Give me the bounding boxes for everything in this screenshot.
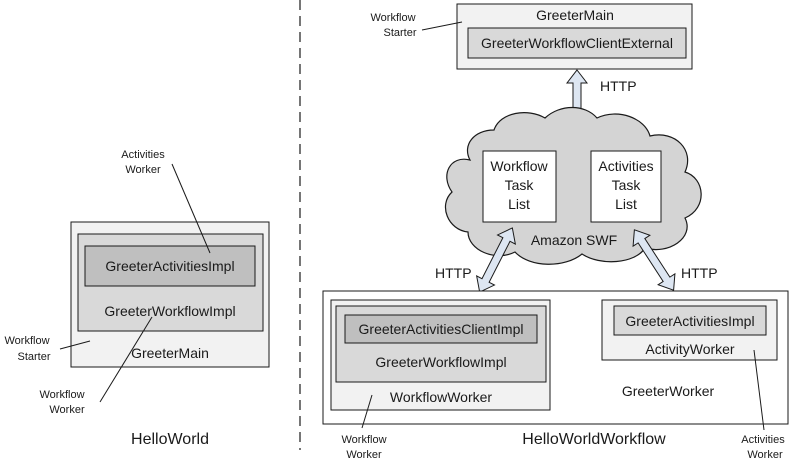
left-callout-workflow-worker-leader bbox=[99, 316, 153, 403]
left-section-title: HelloWorld bbox=[131, 431, 209, 448]
right-callout-workflow-worker-line2: Worker bbox=[346, 449, 382, 461]
hello-world-section: GreeterActivitiesImpl GreeterWorkflowImp… bbox=[4, 149, 270, 448]
workflow-task-list-line3: List bbox=[508, 196, 530, 212]
http-label-left: HTTP bbox=[435, 265, 472, 281]
left-activities-impl-label: GreeterActivitiesImpl bbox=[105, 258, 234, 274]
left-callout-workflow-starter-leader bbox=[59, 340, 91, 350]
amazon-swf-cloud bbox=[444, 106, 702, 265]
left-activities-impl-box bbox=[84, 245, 256, 287]
right-activities-impl-label: GreeterActivitiesImpl bbox=[625, 313, 754, 329]
left-callout-workflow-worker-line2: Worker bbox=[49, 404, 85, 416]
activities-task-list-box bbox=[590, 150, 662, 223]
activities-client-impl-box bbox=[344, 314, 538, 344]
right-callout-workflow-starter-line2: Starter bbox=[383, 27, 416, 39]
workflow-task-list-line1: Workflow bbox=[490, 158, 548, 174]
right-greeter-main-label: GreeterMain bbox=[536, 7, 614, 23]
right-callout-workflow-starter-line1: Workflow bbox=[370, 12, 415, 24]
left-callout-activities-worker-line1: Activities bbox=[121, 149, 165, 161]
hello-world-workflow-section: GreeterMain GreeterWorkflowClientExterna… bbox=[322, 3, 789, 461]
left-workflow-impl-label: GreeterWorkflowImpl bbox=[104, 303, 235, 319]
right-callout-workflow-worker-line1: Workflow bbox=[341, 434, 386, 446]
http-label-top: HTTP bbox=[600, 78, 637, 94]
workflow-task-list-line2: Task bbox=[505, 177, 535, 193]
activities-task-list-line1: Activities bbox=[598, 158, 653, 174]
activities-client-impl-label: GreeterActivitiesClientImpl bbox=[359, 321, 524, 337]
right-workflow-impl-label: GreeterWorkflowImpl bbox=[375, 354, 506, 370]
left-callout-workflow-worker-line1: Workflow bbox=[39, 389, 84, 401]
http-label-right: HTTP bbox=[681, 265, 718, 281]
right-client-external-box bbox=[467, 27, 687, 59]
left-callout-workflow-starter-line1: Workflow bbox=[4, 335, 49, 347]
right-callout-activities-worker-line1: Activities bbox=[741, 434, 785, 446]
amazon-swf-label: Amazon SWF bbox=[531, 232, 617, 248]
right-callout-activities-worker-line2: Worker bbox=[747, 449, 783, 461]
activity-worker-label: ActivityWorker bbox=[645, 341, 735, 357]
right-activities-impl-box bbox=[613, 305, 767, 336]
workflow-task-list-box bbox=[482, 150, 557, 223]
workflow-worker-label: WorkflowWorker bbox=[390, 389, 493, 405]
left-callout-workflow-starter-line2: Starter bbox=[17, 351, 50, 363]
right-section-title: HelloWorldWorkflow bbox=[522, 431, 666, 448]
right-callout-activities-worker-leader bbox=[753, 349, 765, 431]
activities-task-list-line3: List bbox=[615, 196, 637, 212]
right-client-external-label: GreeterWorkflowClientExternal bbox=[481, 35, 673, 51]
left-callout-activities-worker-leader bbox=[171, 163, 211, 254]
left-greeter-main-label: GreeterMain bbox=[131, 345, 209, 361]
http-arrow-right bbox=[632, 229, 676, 291]
right-callout-workflow-worker-leader bbox=[361, 394, 373, 429]
right-callout-workflow-starter-leader bbox=[421, 21, 463, 31]
left-callout-activities-worker-line2: Worker bbox=[125, 164, 161, 176]
activities-task-list-line2: Task bbox=[612, 177, 642, 193]
greeter-worker-label: GreeterWorker bbox=[622, 383, 715, 399]
